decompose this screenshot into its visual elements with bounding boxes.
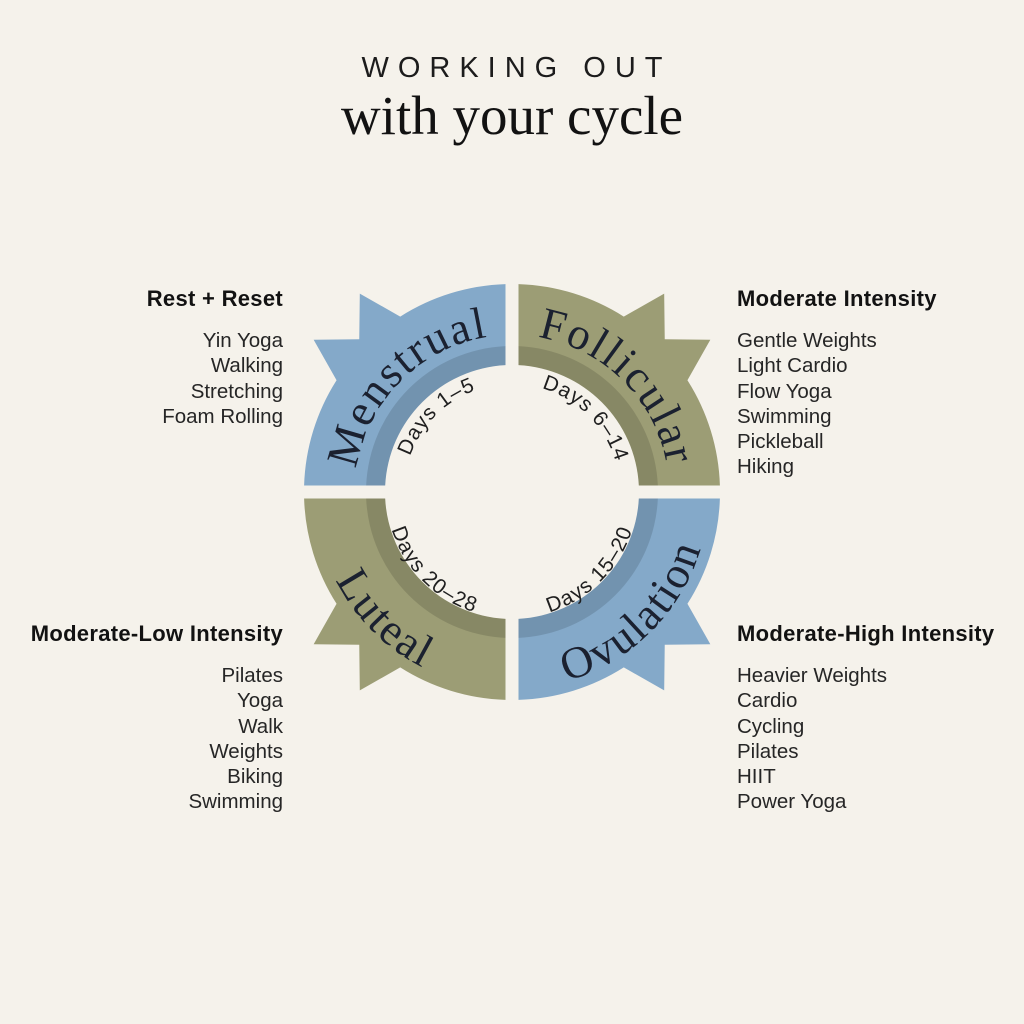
list-item: Walk bbox=[238, 714, 283, 738]
list-item: Gentle Weights bbox=[737, 329, 877, 352]
list-item: Yoga bbox=[237, 689, 283, 713]
list-item: Cycling bbox=[737, 714, 805, 738]
page-title: with your cycle bbox=[340, 85, 684, 146]
list-item: Hiking bbox=[737, 455, 794, 479]
list-item: HIIT bbox=[737, 765, 776, 789]
list-item: Flow Yoga bbox=[737, 379, 832, 403]
list-item: Light Cardio bbox=[737, 354, 848, 378]
list-heading-menstrual: Rest + Reset bbox=[146, 286, 283, 311]
list-item: Stretching bbox=[190, 379, 283, 403]
list-item: Yin Yoga bbox=[202, 329, 283, 352]
list-heading-follicular: Moderate Intensity bbox=[737, 286, 937, 311]
list-heading-ovulation: Moderate-High Intensity bbox=[737, 621, 995, 646]
list-item: Swimming bbox=[188, 790, 283, 814]
phase-arc-luteal bbox=[304, 498, 506, 700]
list-item: Pickleball bbox=[737, 430, 824, 454]
list-heading-luteal: Moderate-Low Intensity bbox=[30, 621, 283, 646]
list-ovulation-activities: Moderate-High Intensity Heavier Weights … bbox=[737, 621, 997, 815]
list-item: Pilates bbox=[221, 664, 283, 687]
list-item: Walking bbox=[210, 354, 283, 378]
inner-shadow-follicular bbox=[518, 346, 658, 486]
list-item: Biking bbox=[227, 765, 283, 789]
list-menstrual-activities: Rest + Reset Yin Yoga Walking Stretching… bbox=[23, 286, 283, 429]
list-item: Weights bbox=[209, 739, 283, 763]
list-item: Power Yoga bbox=[737, 790, 847, 814]
inner-shadow-menstrual bbox=[366, 346, 506, 486]
list-luteal-activities: Moderate-Low Intensity Pilates Yoga Walk… bbox=[23, 621, 283, 815]
inner-shadow-luteal bbox=[366, 498, 506, 638]
phase-arc-follicular bbox=[518, 284, 720, 486]
list-item: Foam Rolling bbox=[162, 404, 283, 428]
list-item: Pilates bbox=[737, 739, 799, 763]
list-item: Heavier Weights bbox=[737, 664, 888, 687]
list-item: Cardio bbox=[737, 689, 798, 713]
list-item: Swimming bbox=[737, 404, 832, 428]
title-eyebrow: WORKING OUT bbox=[361, 52, 672, 84]
list-follicular-activities: Moderate Intensity Gentle Weights Light … bbox=[737, 286, 997, 480]
phase-arc-ovulation bbox=[518, 498, 720, 700]
inner-shadow-ovulation bbox=[518, 498, 658, 638]
phase-arc-menstrual bbox=[304, 284, 506, 486]
